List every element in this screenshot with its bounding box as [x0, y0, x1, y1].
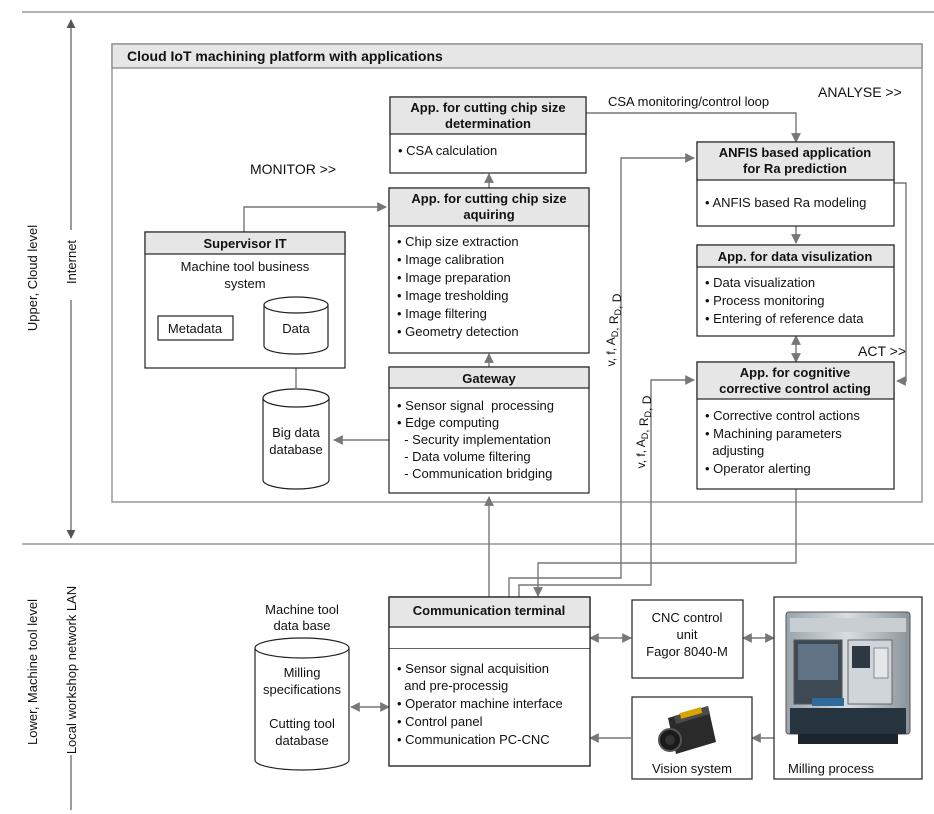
data-cylinder-icon — [263, 296, 329, 355]
milling-label: Milling process — [788, 761, 874, 776]
lan-label: Local workshop network LAN — [64, 586, 79, 754]
cognitive-item: • Operator alerting — [705, 461, 811, 476]
comm-terminal-title: Communication terminal — [413, 603, 565, 618]
cnc-line: Fagor 8040-M — [646, 644, 728, 659]
comm-terminal-item: • Operator machine interface — [397, 696, 563, 711]
tool-db-cylinder-icon — [254, 637, 350, 771]
chip-size-acq-item: • Geometry detection — [397, 324, 519, 339]
visual-title: App. for data visulization — [718, 249, 873, 264]
monitor-label: MONITOR >> — [250, 161, 336, 177]
anfis-title-1: ANFIS based application — [719, 145, 871, 160]
gateway-item: • Edge computing — [397, 415, 499, 430]
data-visualization-box: App. for data visulization • Data visual… — [696, 244, 895, 337]
cognitive-control-box: App. for cognitive corrective control ac… — [696, 361, 895, 490]
cnc-line: CNC control — [652, 610, 723, 625]
bigdata-line-1: Big data — [272, 425, 320, 440]
anfis-item: • ANFIS based Ra modeling — [705, 195, 866, 210]
chip-size-acq-item: • Image filtering — [397, 306, 487, 321]
chip-size-acq-item: • Chip size extraction — [397, 234, 519, 249]
milling-machine-icon — [785, 611, 911, 744]
chip-size-det-title-2: determination — [445, 116, 531, 131]
gateway-item: - Data volume filtering — [397, 449, 531, 464]
supervisor-title: Supervisor IT — [203, 236, 286, 251]
tool-db-caption-2: data base — [273, 618, 330, 633]
csa-loop-label: CSA monitoring/control loop — [608, 94, 769, 109]
visual-item: • Process monitoring — [705, 293, 824, 308]
visual-item: • Entering of reference data — [705, 311, 864, 326]
data-label: Data — [282, 321, 310, 336]
chip-size-acq-item: • Image preparation — [397, 270, 511, 285]
chip-size-det-item: • CSA calculation — [398, 143, 497, 158]
analyse-label: ANALYSE >> — [818, 84, 902, 100]
tool-db-line: database — [275, 733, 329, 748]
camera-icon — [658, 706, 716, 754]
tool-db-line: Cutting tool — [269, 716, 335, 731]
chip-size-acq-title-1: App. for cutting chip size — [411, 191, 566, 206]
visual-item: • Data visualization — [705, 275, 815, 290]
chip-size-acq-title-2: aquiring — [463, 207, 514, 222]
chip-size-determination-box: App. for cutting chip size determination… — [389, 96, 587, 174]
platform-title: Cloud IoT machining platform with applic… — [127, 48, 443, 64]
cognitive-title-2: corrective control acting — [719, 381, 871, 396]
big-data-cylinder-icon — [262, 388, 330, 490]
gateway-box: Gateway • Sensor signal processing • Edg… — [388, 366, 590, 494]
tool-db-caption-1: Machine tool — [265, 602, 339, 617]
milling-process-box: Milling process — [773, 596, 923, 780]
cognitive-item: • Machining parameters — [705, 426, 842, 441]
supervisor-line-1: Machine tool business — [181, 259, 310, 274]
supervisor-line-2: system — [224, 276, 265, 291]
chip-size-acq-item: • Image tresholding — [397, 288, 509, 303]
internet-label: Internet — [64, 240, 79, 284]
anfis-title-2: for Ra prediction — [743, 161, 847, 176]
param-label-2: v, f, AD, RD, D — [634, 395, 654, 468]
vision-label: Vision system — [652, 761, 732, 776]
gateway-item: - Security implementation — [397, 432, 551, 447]
bigdata-line-2: database — [269, 442, 323, 457]
comm-terminal-item: • Sensor signal acquisition — [397, 661, 549, 676]
gateway-item: • Sensor signal processing — [397, 398, 554, 413]
cnc-line: unit — [677, 627, 698, 642]
chip-size-acq-item: • Image calibration — [397, 252, 504, 267]
supervisor-it-box: Supervisor IT Machine tool business syst… — [144, 231, 346, 369]
communication-terminal-box: Communication terminal • Sensor signal a… — [388, 596, 591, 767]
cognitive-item: adjusting — [705, 443, 764, 458]
cnc-control-box: CNC control unit Fagor 8040-M — [631, 599, 744, 679]
vision-system-box: Vision system — [631, 696, 753, 780]
chip-size-acquiring-box: App. for cutting chip size aquiring • Ch… — [388, 187, 590, 354]
upper-level-label: Upper, Cloud level — [25, 225, 40, 331]
big-data-database: Big data database — [262, 388, 330, 490]
tool-db-line: Milling — [284, 665, 321, 680]
param-label-1: v, f, AD, RD, D — [604, 293, 624, 366]
machine-tool-database: Machine tool data base Milling specifica… — [254, 602, 350, 771]
comm-terminal-item: • Communication PC-CNC — [397, 732, 550, 747]
comm-terminal-item: and pre-processig — [397, 678, 508, 693]
lower-level-label: Lower, Machine tool level — [25, 599, 40, 745]
act-label: ACT >> — [858, 343, 906, 359]
chip-size-det-title-1: App. for cutting chip size — [410, 100, 565, 115]
connectors — [233, 112, 907, 743]
gateway-title: Gateway — [462, 371, 516, 386]
cloud-platform-header — [111, 43, 923, 69]
tool-db-line: specifications — [263, 682, 342, 697]
cognitive-item: • Corrective control actions — [705, 408, 860, 423]
metadata-label: Metadata — [168, 321, 223, 336]
gateway-item: - Communication bridging — [397, 466, 552, 481]
comm-terminal-item: • Control panel — [397, 714, 483, 729]
cognitive-title-1: App. for cognitive — [740, 365, 851, 380]
anfis-box: ANFIS based application for Ra predictio… — [696, 141, 895, 227]
metadata-box — [157, 315, 234, 341]
